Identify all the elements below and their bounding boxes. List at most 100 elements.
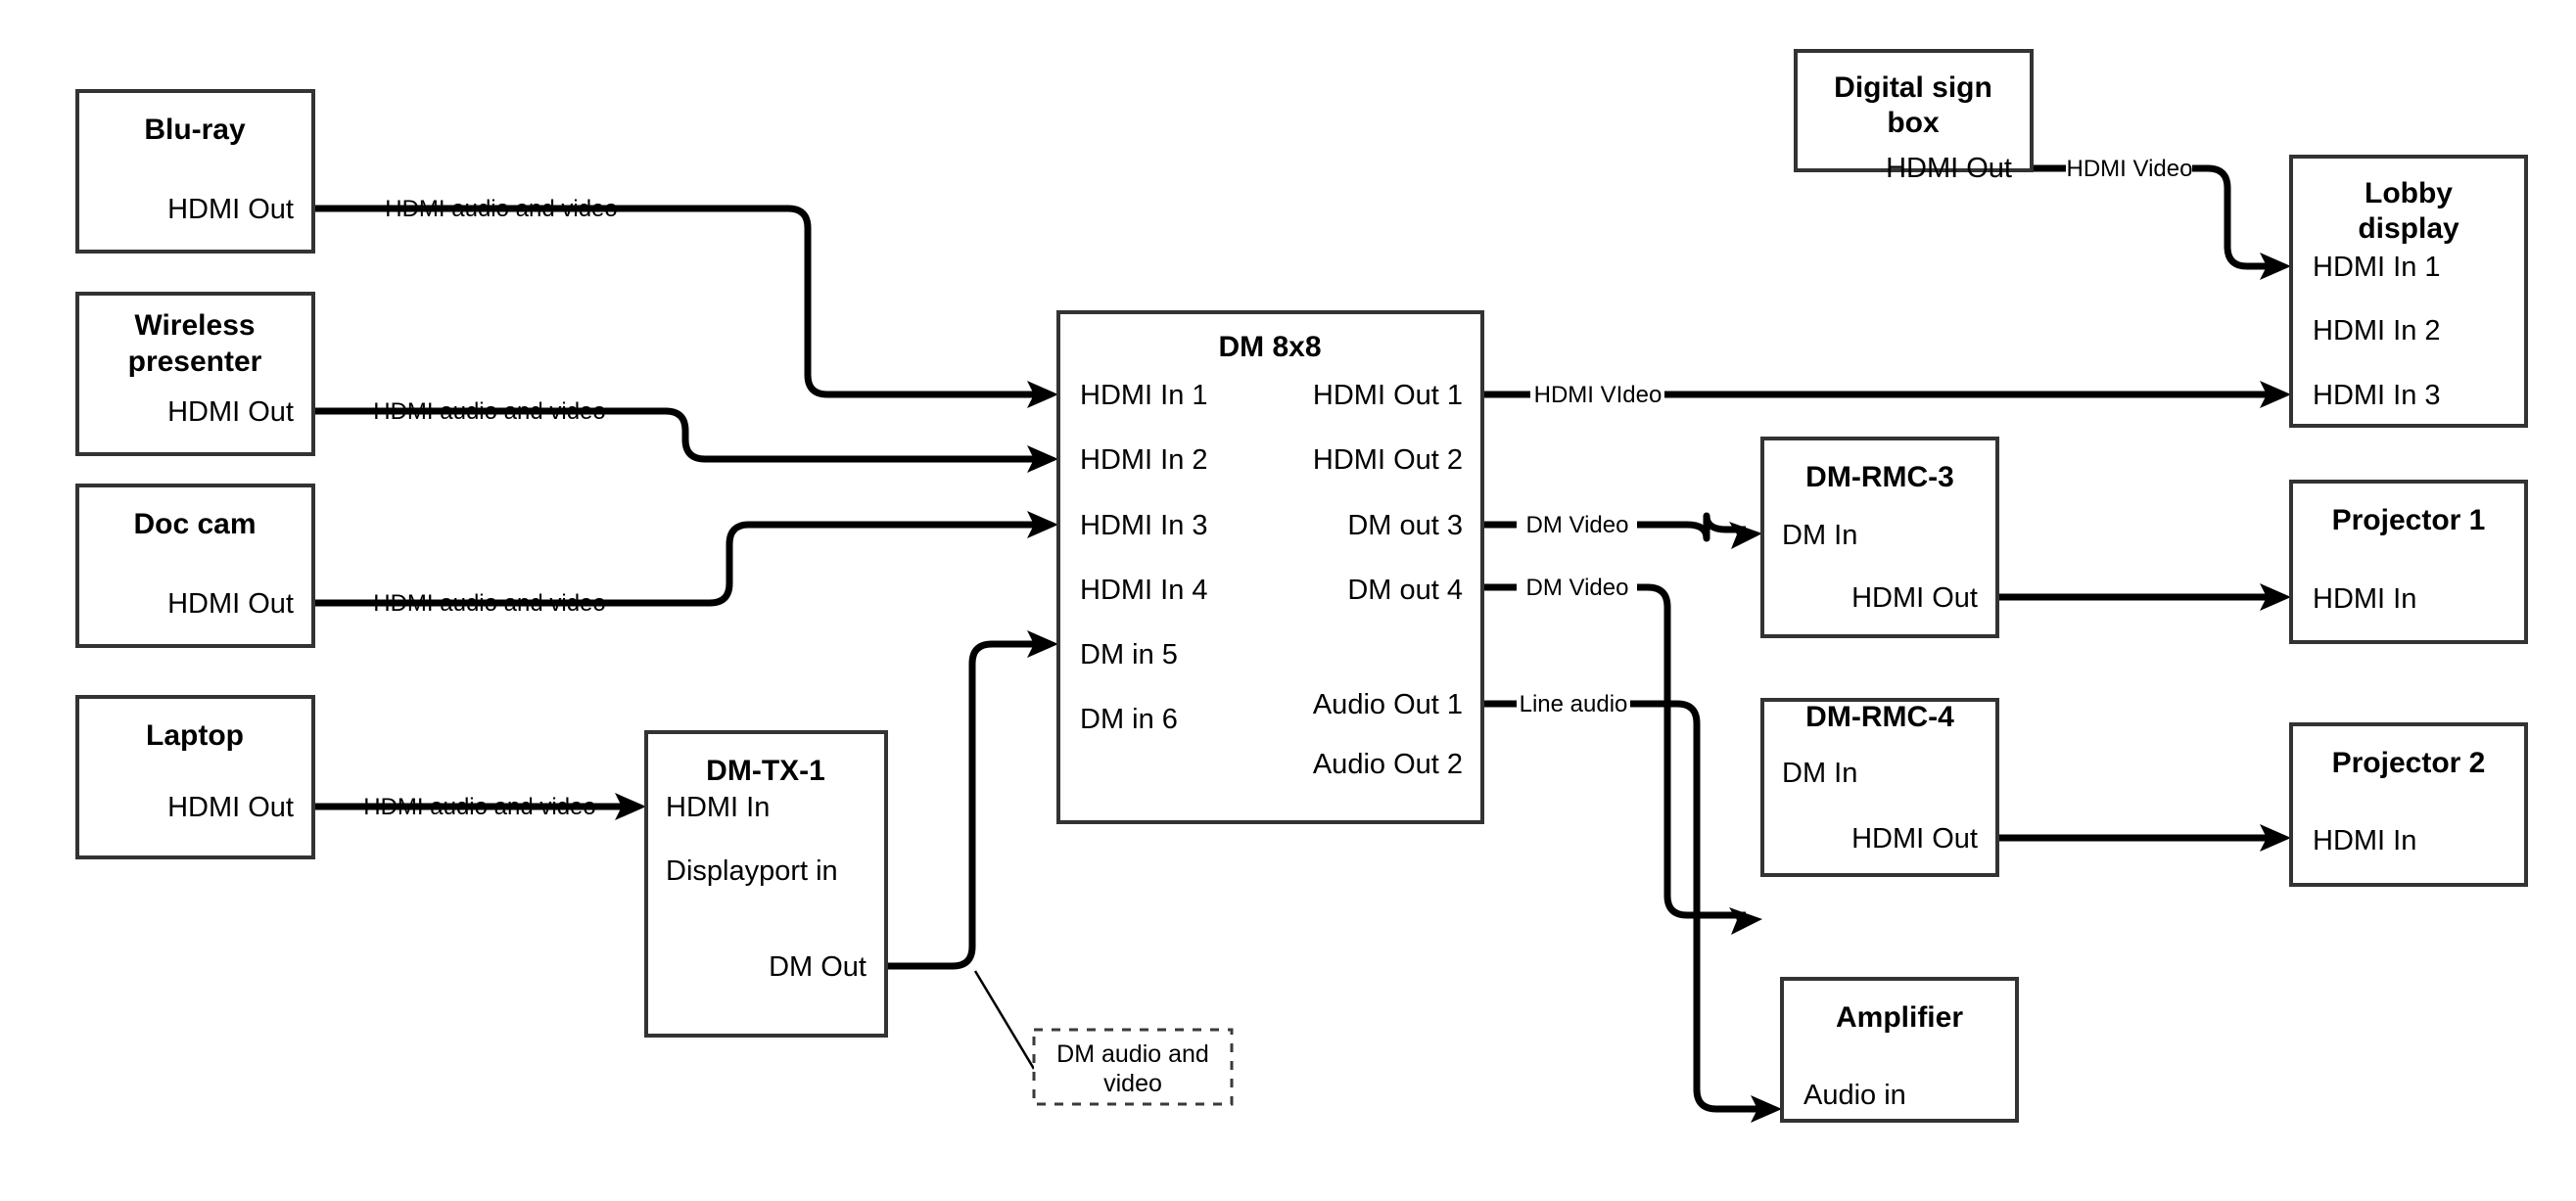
device-projector-1-box[interactable] [2289, 480, 2528, 644]
device-digital-sign-box-title-2: box [1887, 107, 1940, 139]
device-dm-8x8-output-0: HDMI Out 1 [1313, 380, 1463, 411]
device-dm-rmc-4-port-hdmi-out: HDMI Out [1851, 823, 1978, 855]
wire-dm8x8-audio-to-amp [1482, 700, 1765, 1113]
device-lobby-display-input-2: HDMI In 3 [2313, 380, 2441, 411]
device-dm-8x8-output-2: DM out 3 [1347, 510, 1463, 541]
device-dm-8x8-input-1: HDMI In 2 [1080, 444, 1208, 476]
device-wireless-presenter[interactable]: Wireless presenter HDMI Out [75, 292, 315, 456]
callout-dm-audio-video: DM audio and video [1032, 1028, 1234, 1106]
device-amplifier-port-audio-in: Audio in [1803, 1080, 1906, 1111]
device-projector-2-port-hdmi-in: HDMI In [2313, 825, 2416, 856]
device-lobby-display[interactable]: Lobby display HDMI In 1 HDMI In 2 HDMI I… [2289, 155, 2528, 428]
arrowhead-rmc3-in [1729, 522, 1762, 549]
device-projector-1-title: Projector 1 [2332, 504, 2486, 536]
device-dm-rmc-4-port-dm-in: DM In [1782, 758, 1857, 789]
device-doc-cam[interactable]: Doc cam HDMI Out [75, 484, 315, 648]
device-wireless-presenter-box[interactable] [75, 292, 315, 456]
arrowhead-amp-in [1751, 1095, 1782, 1123]
device-dm-8x8-box[interactable] [1056, 310, 1484, 824]
arrowhead-projector2-in [2260, 824, 2291, 852]
device-bluray-port-hdmi-out: HDMI Out [167, 194, 294, 225]
device-projector-1-port-hdmi-in: HDMI In [2313, 583, 2416, 615]
arrowhead-dm-in-3 [1027, 511, 1058, 538]
device-projector-2-title: Projector 2 [2332, 747, 2486, 779]
device-doc-cam-box[interactable] [75, 484, 315, 648]
arrowhead-dmtx1-in [615, 793, 646, 820]
wire-label-doccam: HDMI audio and video [373, 590, 605, 617]
device-wireless-presenter-title-2: presenter [128, 346, 262, 378]
callout-dm-audio-video-line-2: video [1103, 1070, 1162, 1097]
callout-dm-audio-video-box [1032, 1028, 1234, 1106]
device-lobby-display-input-0: HDMI In 1 [2313, 252, 2441, 283]
arrowhead-projector1-in [2260, 583, 2291, 611]
arrowhead-dm-in-2 [1027, 445, 1058, 473]
device-wireless-presenter-port-hdmi-out: HDMI Out [167, 396, 294, 428]
device-digital-sign-box[interactable]: Digital sign box HDMI Out [1794, 49, 2034, 184]
device-dm-rmc-3-box[interactable] [1760, 437, 1999, 638]
arrowhead-rmc4-in [1729, 907, 1762, 935]
arrowhead-dm-in-5 [1027, 630, 1058, 658]
device-dm-8x8-input-5: DM in 6 [1080, 704, 1178, 735]
wire-label-dm-out3: DM Video [1526, 512, 1629, 538]
device-dm-rmc-4-box[interactable] [1760, 698, 1999, 877]
device-digital-sign-box-title-1: Digital sign [1834, 71, 1992, 104]
device-dm-8x8-input-3: HDMI In 4 [1080, 575, 1208, 606]
arrowhead-dm-in-1 [1027, 381, 1058, 408]
device-bluray-box[interactable] [75, 89, 315, 254]
device-lobby-display-box[interactable] [2289, 155, 2528, 428]
device-projector-2-box[interactable] [2289, 722, 2528, 887]
device-dm-tx-1-port-displayport-in: Displayport in [666, 855, 838, 887]
wire-label-audio-out1: Line audio [1520, 691, 1628, 717]
device-doc-cam-port-hdmi-out: HDMI Out [167, 588, 294, 620]
device-dm-8x8-title: DM 8x8 [1218, 331, 1321, 363]
device-laptop-box[interactable] [75, 695, 315, 859]
device-amplifier-title: Amplifier [1836, 1001, 1963, 1034]
device-dm-tx-1-box[interactable] [644, 730, 888, 1038]
device-dm-8x8-output-5: Audio Out 2 [1313, 749, 1463, 780]
callout-leader-line [973, 970, 1036, 1070]
wire-label-wireless: HDMI audio and video [373, 398, 605, 425]
device-wireless-presenter-title-1: Wireless [134, 309, 255, 342]
device-amplifier[interactable]: Amplifier Audio in [1780, 977, 2019, 1123]
device-dm-tx-1-title: DM-TX-1 [706, 755, 825, 787]
wire-dm8x8-out4-to-rmc4 [1482, 583, 1746, 919]
device-projector-1[interactable]: Projector 1 HDMI In [2289, 480, 2528, 644]
device-digital-sign-box-box[interactable] [1794, 49, 2034, 172]
device-dm-8x8-input-2: HDMI In 3 [1080, 510, 1208, 541]
device-dm-8x8-output-1: HDMI Out 2 [1313, 444, 1463, 476]
device-dm-8x8-input-0: HDMI In 1 [1080, 380, 1208, 411]
wire-label-dm-out4: DM Video [1526, 575, 1629, 601]
wire-wireless-to-dm8x8 [313, 407, 1042, 463]
device-dm-rmc-3-port-dm-in: DM In [1782, 520, 1857, 551]
wire-dm8x8-out3-to-rmc3 [1482, 512, 1746, 542]
device-dm-tx-1-port-dm-out: DM Out [769, 951, 866, 983]
arrowhead-lobby-in-3 [2260, 381, 2291, 408]
device-dm-tx-1[interactable]: DM-TX-1 HDMI In Displayport in DM Out [644, 730, 888, 1038]
device-dm-8x8[interactable]: DM 8x8 HDMI In 1 HDMI In 2 HDMI In 3 HDM… [1056, 310, 1484, 824]
device-amplifier-box[interactable] [1780, 977, 2019, 1123]
callout-dm-audio-video-line-1: DM audio and [1056, 1040, 1209, 1068]
device-laptop-title: Laptop [146, 719, 244, 752]
device-dm-rmc-4-title: DM-RMC-4 [1805, 701, 1954, 733]
device-doc-cam-title: Doc cam [133, 508, 256, 540]
arrowhead-lobby-in-1 [2260, 253, 2291, 280]
device-dm-rmc-3[interactable]: DM-RMC-3 DM In HDMI Out [1760, 437, 1999, 638]
wire-label-dm-out1: HDMI VIdeo [1534, 382, 1663, 408]
device-lobby-display-title-1: Lobby [2365, 177, 2453, 209]
device-laptop-port-hdmi-out: HDMI Out [167, 792, 294, 823]
device-dm-rmc-4[interactable]: DM-RMC-4 DM In HDMI Out [1760, 698, 1999, 877]
wire-sign-to-lobby [2032, 164, 2274, 270]
device-dm-8x8-input-4: DM in 5 [1080, 639, 1178, 670]
device-bluray[interactable]: Blu-ray HDMI Out [75, 89, 315, 254]
wire-label-bluray: HDMI audio and video [385, 196, 617, 222]
wire-bluray-to-dm8x8 [313, 205, 1042, 398]
device-projector-2[interactable]: Projector 2 HDMI In [2289, 722, 2528, 887]
device-lobby-display-input-1: HDMI In 2 [2313, 315, 2441, 346]
device-laptop[interactable]: Laptop HDMI Out [75, 695, 315, 859]
device-dm-tx-1-port-hdmi-in: HDMI In [666, 792, 770, 823]
wire-label-laptop: HDMI audio and video [363, 794, 595, 820]
wire-doccam-to-dm8x8 [313, 521, 1042, 607]
wire-dmtx1-to-dm8x8 [886, 640, 1042, 970]
